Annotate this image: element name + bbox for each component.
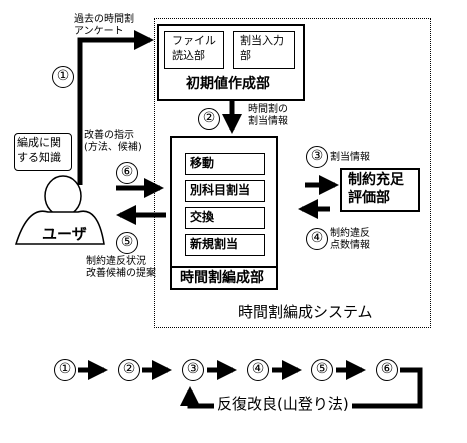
loop-arrow: [180, 367, 423, 409]
knowledge-box: [14, 133, 72, 171]
step-1-marker: ①: [52, 66, 74, 88]
file-reader-box: [164, 31, 224, 69]
system-label: 時間割編成システム: [238, 303, 373, 321]
instruction-label-2: (方法、候補): [84, 142, 142, 153]
violation-label-2: 点数情報: [330, 240, 370, 251]
assign-input-box: [233, 31, 295, 69]
knowledge-label-2: する知識: [17, 151, 61, 164]
step-5-marker: ⑤: [116, 232, 138, 254]
assign-info-label: 割当情報: [330, 152, 370, 163]
step-2-marker: ②: [198, 108, 220, 130]
eval-unit-label-2: 評価部: [348, 190, 390, 206]
timetable-info-label-1: 時間割の: [248, 104, 288, 115]
user-label: ユーザ: [42, 225, 87, 243]
op-other-subject: 別科目割当: [185, 180, 265, 202]
report-label-2: 改善候補の提案: [86, 268, 156, 279]
edit-unit-divider: [170, 266, 278, 268]
seq-step-4: ④: [247, 359, 269, 381]
user-figure: [14, 175, 105, 245]
seq-step-2: ②: [118, 359, 140, 381]
assign-input-label-1: 割当入力: [240, 34, 284, 47]
file-reader-label-1: ファイル: [172, 34, 216, 47]
step-3-marker: ③: [306, 146, 328, 168]
op-move: 移動: [185, 153, 265, 175]
arrow-step1: [77, 30, 154, 185]
instruction-label-1: 改善の指示: [84, 130, 134, 141]
seq-step-5: ⑤: [311, 359, 333, 381]
eval-unit-box: [340, 168, 420, 212]
edit-unit-title: 時間割編成部: [180, 270, 264, 286]
step-6-marker: ⑥: [116, 162, 138, 184]
assign-input-label-2: 部: [240, 49, 251, 62]
iteration-label: 反復改良(山登り法): [214, 395, 352, 414]
report-label-1: 制約違反状況: [86, 256, 146, 267]
op-new-assign: 新規割当: [185, 234, 265, 256]
seq-step-6: ⑥: [376, 359, 398, 381]
survey-label-1: 過去の時間割: [74, 14, 134, 25]
knowledge-label-1: 編成に関: [17, 136, 61, 149]
file-reader-label-2: 読込部: [172, 49, 205, 62]
timetable-info-label-2: 割当情報: [248, 116, 288, 127]
init-unit-title: 初期値作成部: [186, 76, 270, 92]
seq-step-1: ①: [54, 359, 76, 381]
eval-unit-label-1: 制約充足: [348, 172, 404, 188]
op-swap: 交換: [185, 207, 265, 229]
seq-step-3: ③: [182, 359, 204, 381]
step-4-marker: ④: [306, 228, 328, 250]
survey-label-2: アンケート: [74, 26, 124, 37]
violation-label-1: 制約違反: [330, 228, 370, 239]
system-boundary: [154, 18, 431, 328]
